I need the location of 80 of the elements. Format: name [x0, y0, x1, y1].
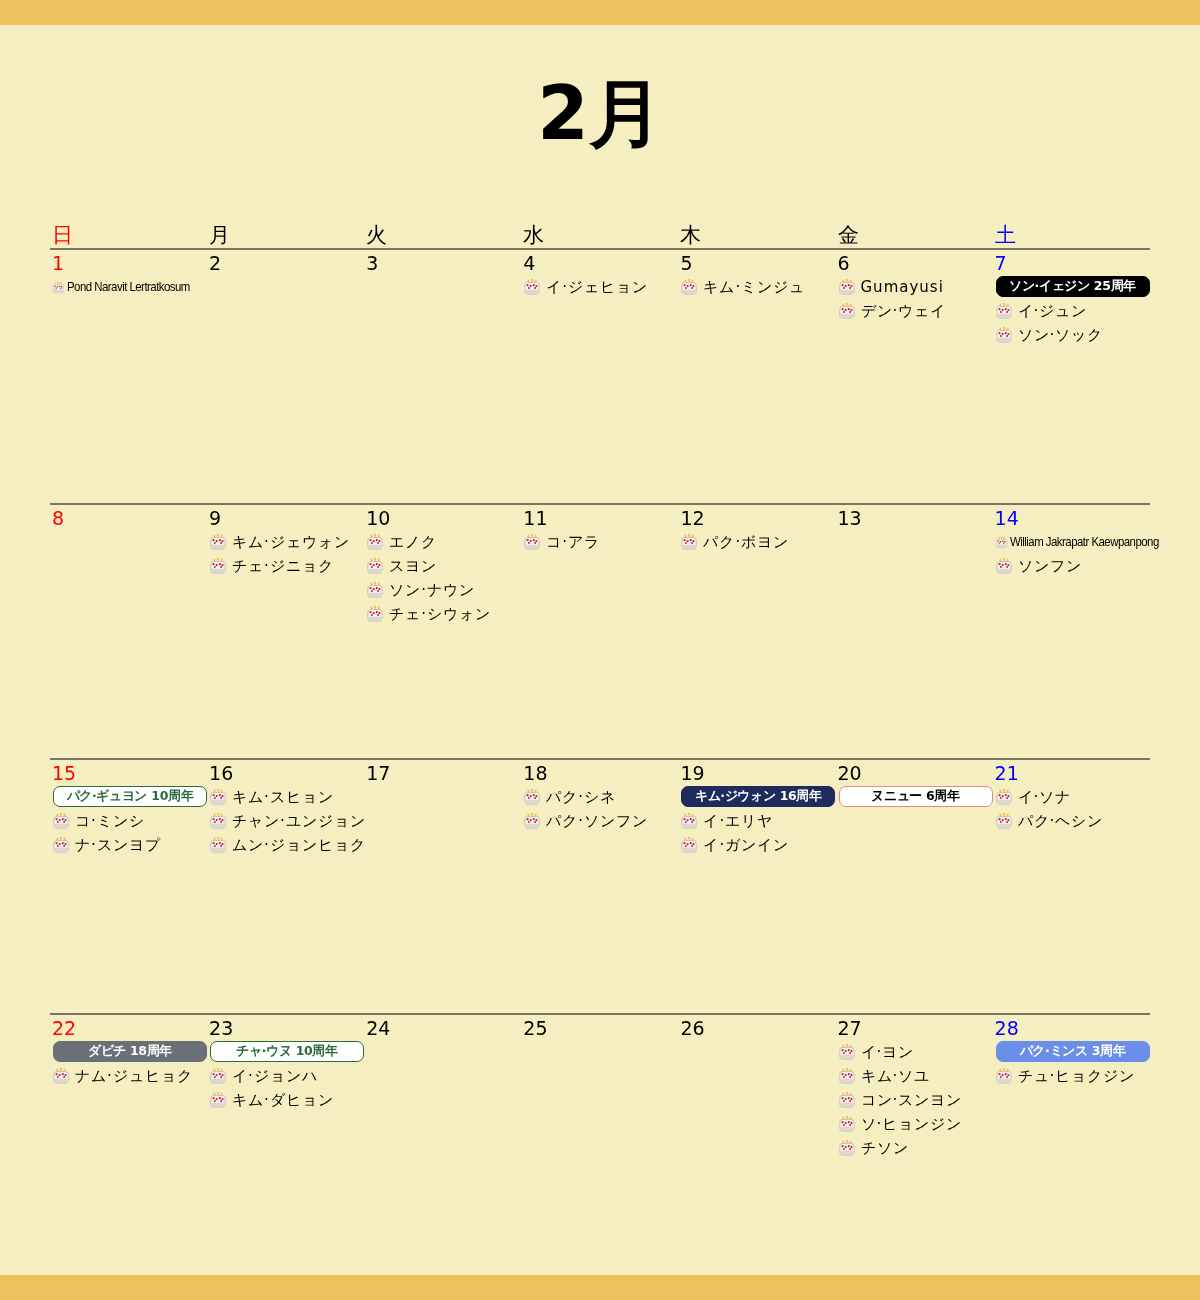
person-name: ソン·ソック: [1017, 325, 1104, 345]
day-number: 18: [523, 762, 548, 784]
person-name: イ·ガンイン: [703, 835, 790, 855]
weekday-label: 金: [837, 222, 859, 248]
anniversary-badge: パク·ミンス 3周年: [995, 1041, 1150, 1062]
anniversary-badge: パク·ギュヨン 10周年: [53, 786, 207, 807]
person-name: パク·ソンフン: [546, 811, 649, 831]
day-number: 19: [680, 762, 705, 784]
weekday-label: 木: [680, 222, 702, 248]
day-number: 24: [366, 1017, 391, 1039]
day-number: 1: [52, 252, 65, 274]
person-name: イ·エリヤ: [703, 811, 774, 831]
day-number: 26: [680, 1017, 705, 1039]
person-name: パク·シネ: [546, 787, 617, 807]
person-name: Pond Naravit Lertratkosum: [67, 278, 190, 296]
person-name: ムン·ジョンヒョク: [232, 835, 366, 855]
anniversary-badge: ダビチ 18周年: [53, 1041, 207, 1062]
day-number: 17: [366, 762, 391, 784]
weekday-label: 水: [523, 222, 545, 248]
person-name: ソンフン: [1017, 556, 1082, 576]
day-number: 4: [523, 252, 536, 274]
person-name: キム·ソユ: [860, 1066, 931, 1086]
person-name: チュ·ヒョクジン: [1017, 1066, 1136, 1086]
day-number: 15: [52, 762, 77, 784]
day-number: 5: [680, 252, 693, 274]
person-name: ソン·ナウン: [389, 580, 475, 600]
day-number: 25: [523, 1017, 548, 1039]
person-name: Gumayusi: [860, 277, 944, 297]
weekday-label: 月: [209, 222, 231, 248]
person-name: イ·ジェヒョン: [546, 277, 649, 297]
person-name: キム·スヒョン: [232, 787, 334, 807]
day-number: 8: [52, 507, 65, 529]
weekday-label: 火: [366, 222, 388, 248]
person-name: William Jakrapatr Kaewpanpong: [1009, 533, 1159, 551]
day-number: 13: [837, 507, 862, 529]
person-name: デン·ウェイ: [860, 301, 947, 321]
person-name: チソン: [860, 1138, 909, 1158]
day-number: 23: [209, 1017, 234, 1039]
anniversary-badge: チャ·ウヌ 10周年: [210, 1041, 365, 1062]
person-name: キム·ジェウォン: [232, 532, 350, 552]
person-name: ナ·スンヨプ: [75, 835, 161, 855]
day-number: 22: [52, 1017, 77, 1039]
day-number: 9: [209, 507, 222, 529]
day-number: 21: [994, 762, 1019, 784]
anniversary-badge: キム·ジウォン 16周年: [681, 786, 836, 807]
person-name: エノク: [389, 532, 438, 552]
person-name: キム·ダヒョン: [232, 1090, 334, 1110]
day-number: 7: [994, 252, 1007, 274]
day-number: 28: [994, 1017, 1019, 1039]
day-number: 12: [680, 507, 705, 529]
person-name: ナム·ジュヒョク: [75, 1066, 193, 1086]
person-name: スヨン: [389, 556, 438, 576]
person-name: コン·スンヨン: [860, 1090, 963, 1110]
day-number: 6: [837, 252, 850, 274]
person-name: コ·ミンシ: [75, 811, 145, 831]
anniversary-badge: ソン·イェジン 25周年: [995, 276, 1150, 297]
month-title: 2月: [536, 69, 664, 158]
day-number: 27: [837, 1017, 862, 1039]
person-name: コ·アラ: [546, 532, 601, 552]
person-name: パク·ボヨン: [703, 532, 790, 552]
weekday-label: 土: [994, 222, 1016, 248]
person-name: チェ·ジニョク: [232, 556, 334, 576]
day-number: 16: [209, 762, 234, 784]
day-number: 10: [366, 507, 391, 529]
day-number: 11: [523, 507, 548, 529]
day-number: 20: [837, 762, 862, 784]
weekday-label: 日: [52, 222, 73, 248]
person-name: イ·ヨン: [860, 1042, 915, 1062]
person-name: キム·ミンジュ: [703, 277, 806, 297]
person-name: チャン·ユンジョン: [232, 811, 366, 831]
day-number: 14: [994, 507, 1019, 529]
day-number: 2: [209, 252, 222, 274]
person-name: チェ·シウォン: [389, 604, 491, 624]
anniversary-badge: ヌニュー 6周年: [838, 786, 993, 807]
person-name: イ·ジョンハ: [232, 1066, 318, 1086]
person-name: パク·ヘシン: [1017, 811, 1104, 831]
person-name: ソ·ヒョンジン: [860, 1114, 963, 1134]
day-number: 3: [366, 252, 379, 274]
person-name: イ·ジュン: [1017, 301, 1088, 321]
person-name: イ·ソナ: [1017, 787, 1072, 807]
